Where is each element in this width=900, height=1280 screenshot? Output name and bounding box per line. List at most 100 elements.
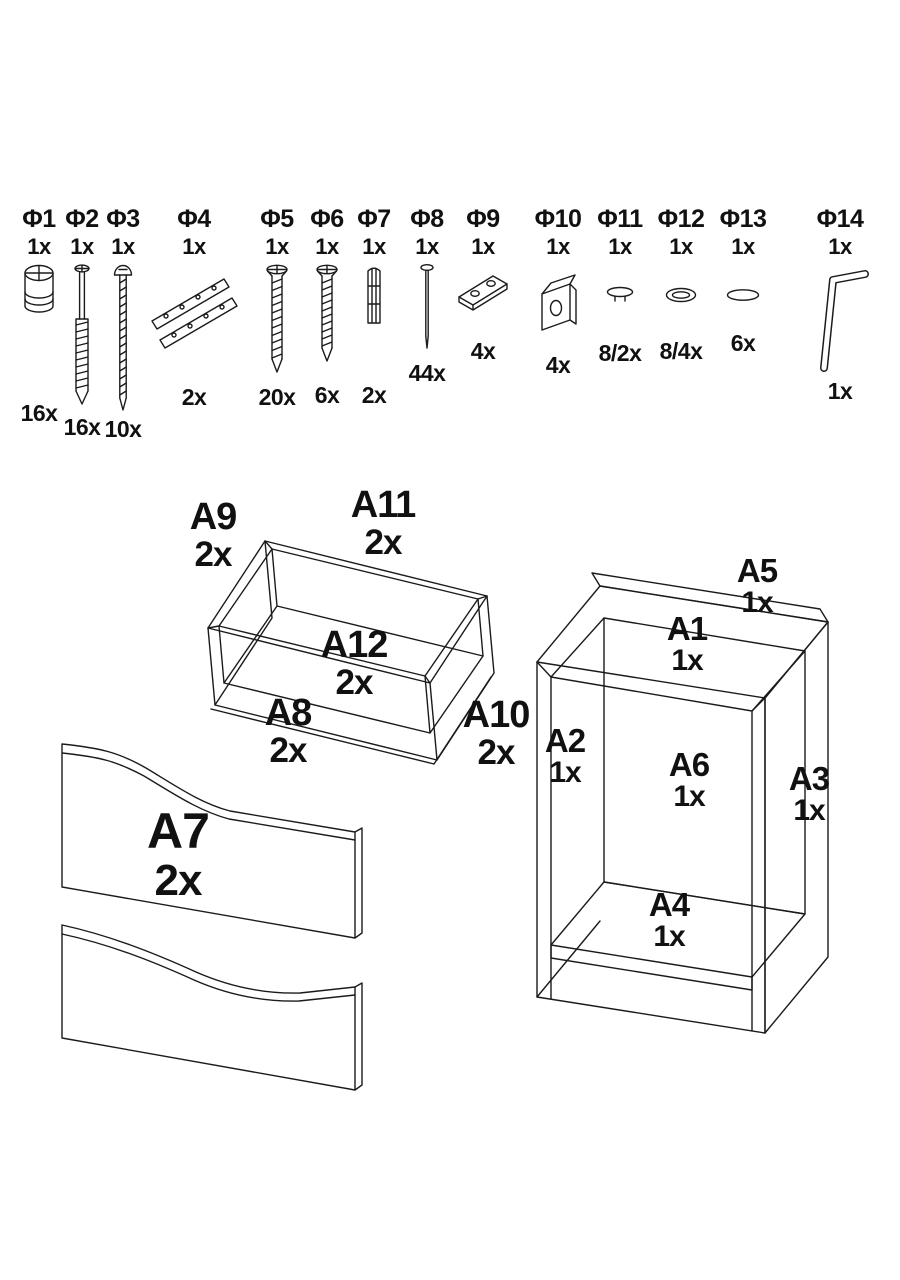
hardware-qty: 44x — [408, 359, 446, 386]
drawer-front-panels-drawing — [61, 743, 363, 1091]
part-label-a1: A1 1x — [667, 612, 708, 677]
part-id: A8 — [264, 692, 313, 734]
hardware-scale: 1x — [546, 233, 570, 259]
part-qty: 2x — [477, 733, 516, 773]
part-label-a8: A8 2x — [264, 692, 313, 769]
hardware-item-phi7: Φ7 1x 2x — [350, 205, 398, 409]
screw-icon — [314, 264, 340, 382]
cover-cap-icon — [664, 264, 698, 338]
part-qty: 2x — [154, 855, 203, 905]
part-qty: 1x — [793, 793, 825, 827]
hardware-id: Φ7 — [357, 205, 391, 233]
part-label-a7: A7 2x — [147, 803, 210, 905]
hardware-qty: 16x — [20, 399, 58, 426]
hardware-scale: 1x — [669, 233, 693, 259]
part-qty: 2x — [335, 663, 374, 703]
part-label-a4: A4 1x — [648, 886, 690, 953]
part-id: A11 — [350, 484, 417, 526]
hardware-scale: 1x — [315, 233, 339, 259]
dowel-icon — [364, 264, 384, 382]
screw-icon — [264, 264, 290, 384]
hardware-item-phi14: Φ14 1x 1x — [798, 205, 882, 405]
hardware-qty: 20x — [258, 383, 296, 410]
hardware-item-phi9: Φ9 1x 4x — [452, 205, 514, 365]
hardware-id: Φ12 — [657, 205, 705, 233]
hardware-item-phi4: Φ4 1x 2x — [148, 205, 240, 411]
part-label-a12: A12 2x — [320, 624, 389, 703]
cap-icon — [605, 264, 635, 340]
corner-bracket-icon — [535, 264, 581, 352]
hardware-item-phi12: Φ12 1x 8/4x — [650, 205, 712, 365]
hardware-scale: 1x — [27, 233, 51, 259]
hardware-scale: 1x — [415, 233, 439, 259]
hardware-scale: 1x — [70, 233, 94, 259]
part-label-a6: A6 1x — [668, 746, 710, 813]
hardware-id: Φ5 — [260, 205, 294, 233]
hardware-qty: 4x — [545, 351, 571, 378]
allen-key-icon — [809, 264, 871, 378]
part-qty: 1x — [741, 585, 773, 619]
hardware-item-phi1: Φ1 1x 16x — [14, 205, 64, 427]
part-qty: 2x — [364, 523, 403, 563]
part-id: A12 — [320, 624, 389, 666]
hardware-qty: 10x — [104, 415, 142, 442]
part-qty: 1x — [671, 643, 703, 677]
hardware-qty: 6x — [314, 381, 340, 408]
hardware-item-phi13: Φ13 1x 6x — [713, 205, 773, 357]
hardware-qty: 8/2x — [598, 339, 642, 366]
cam-lock-icon — [22, 264, 56, 400]
hardware-qty: 8/4x — [659, 337, 703, 364]
hardware-qty: 4x — [470, 337, 496, 364]
hardware-id: Φ14 — [816, 205, 864, 233]
part-label-a5: A5 1x — [736, 552, 778, 619]
long-screw-icon — [112, 264, 134, 416]
hardware-scale: 1x — [111, 233, 135, 259]
hardware-item-phi6: Φ6 1x 6x — [302, 205, 352, 409]
drawer-slides-icon — [148, 264, 240, 384]
hardware-scale: 1x — [265, 233, 289, 259]
hardware-scale: 1x — [362, 233, 386, 259]
hardware-scale: 1x — [731, 233, 755, 259]
hardware-item-phi3: Φ3 1x 10x — [100, 205, 146, 443]
hardware-id: Φ3 — [106, 205, 140, 233]
hardware-id: Φ4 — [177, 205, 211, 233]
part-id: A7 — [147, 803, 210, 859]
part-label-a11: A11 2x — [350, 484, 417, 563]
part-qty: 1x — [673, 779, 705, 813]
oval-cover-icon — [725, 264, 761, 330]
plate-bracket-icon — [456, 264, 510, 338]
part-label-a10: A10 2x — [462, 694, 531, 773]
hardware-qty: 16x — [63, 413, 101, 440]
nail-icon — [420, 263, 434, 360]
hardware-item-phi11: Φ11 1x 8/2x — [590, 205, 650, 367]
part-id: A3 — [788, 760, 830, 797]
drawer-box-drawing — [207, 540, 495, 765]
part-label-a9: A9 2x — [189, 496, 238, 575]
hardware-id: Φ6 — [310, 205, 344, 233]
hardware-id: Φ1 — [22, 205, 56, 233]
hardware-item-phi8: Φ8 1x 44x — [402, 205, 452, 387]
hardware-id: Φ9 — [466, 205, 500, 233]
hardware-id: Φ8 — [410, 205, 444, 233]
part-label-a2: A2 1x — [545, 724, 586, 789]
part-id: A6 — [668, 746, 710, 783]
part-id: A10 — [462, 694, 531, 736]
hardware-item-phi5: Φ5 1x 20x — [252, 205, 302, 411]
hardware-id: Φ10 — [534, 205, 582, 233]
hardware-scale: 1x — [828, 233, 852, 259]
cam-bolt-icon — [72, 264, 92, 414]
part-qty: 1x — [653, 919, 685, 953]
hardware-id: Φ2 — [65, 205, 99, 233]
hardware-scale: 1x — [608, 233, 632, 259]
hardware-qty: 6x — [730, 329, 756, 356]
hardware-id: Φ13 — [719, 205, 767, 233]
hardware-item-phi2: Φ2 1x 16x — [60, 205, 104, 441]
hardware-scale: 1x — [471, 233, 495, 259]
part-qty: 2x — [194, 535, 233, 575]
hardware-qty: 2x — [181, 383, 207, 410]
part-id: A9 — [189, 496, 238, 538]
part-id: A4 — [648, 886, 690, 923]
part-id: A5 — [736, 552, 778, 589]
